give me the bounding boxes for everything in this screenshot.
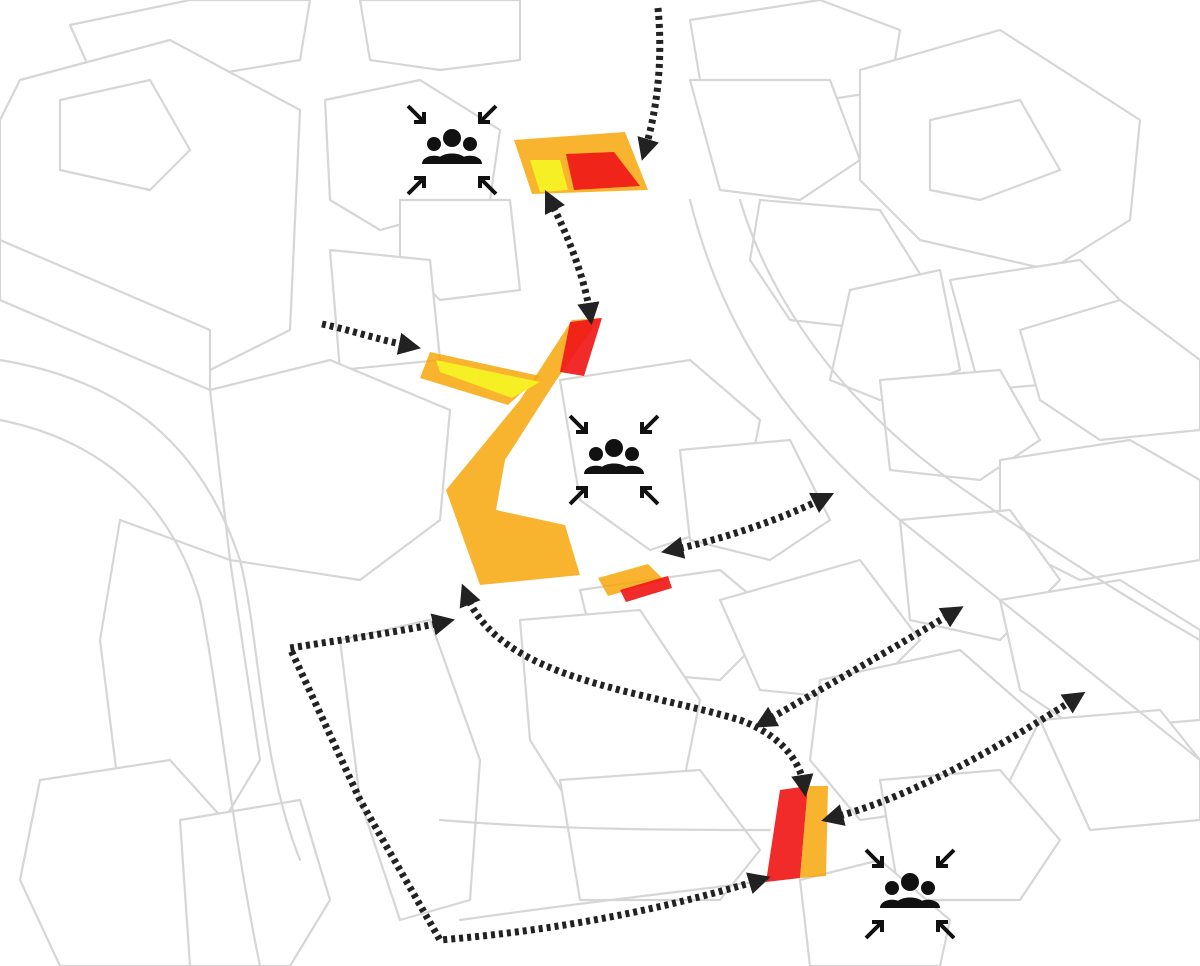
flow-arrow-east bbox=[661, 492, 835, 559]
flow-arrow-southeast-1 bbox=[754, 606, 964, 728]
zone-center-orange bbox=[446, 318, 600, 585]
flow-arrow-top-link bbox=[544, 189, 600, 326]
zone-left-yellow bbox=[436, 360, 540, 398]
flow-arrow-north bbox=[637, 7, 664, 161]
zone-bottom-orange bbox=[800, 786, 828, 878]
zone-top-red bbox=[566, 152, 640, 190]
zone-bottom-red bbox=[766, 786, 808, 882]
flow-arrows bbox=[284, 7, 1086, 944]
people-gathering-icon bbox=[568, 414, 660, 506]
zone-center-red bbox=[560, 318, 602, 376]
people-gathering-icon bbox=[864, 848, 956, 940]
flow-arrow-southeast-2 bbox=[821, 691, 1086, 826]
people-gathering-icon bbox=[406, 104, 498, 196]
flow-arrow-west bbox=[321, 320, 421, 355]
highlight-zones bbox=[420, 132, 828, 882]
zone-top-yellow bbox=[530, 160, 568, 192]
flow-arrow-loop bbox=[284, 613, 771, 944]
